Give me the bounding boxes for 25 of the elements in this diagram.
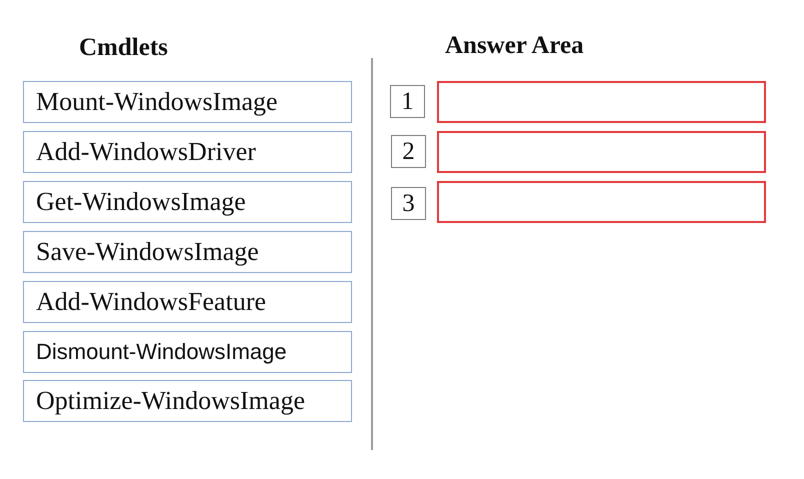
step-number: 2 xyxy=(402,138,415,166)
number-tile xyxy=(391,135,426,168)
number-tile xyxy=(390,85,425,118)
answer-box xyxy=(437,81,766,123)
cmdlet-name: Add-WindowsFeature xyxy=(36,287,266,317)
cmdlet-name: Optimize-WindowsImage xyxy=(36,386,305,416)
option-tile xyxy=(23,331,352,373)
option-tile xyxy=(23,181,352,223)
section-heading: Answer Area xyxy=(445,31,584,61)
step-number: 1 xyxy=(401,88,414,116)
option-tile xyxy=(23,231,352,273)
answer-box xyxy=(437,181,766,223)
answer-box xyxy=(437,131,766,173)
option-tile xyxy=(23,281,352,323)
option-tile xyxy=(23,131,352,173)
cmdlet-name: Get-WindowsImage xyxy=(36,187,246,217)
cmdlet-name: Add-WindowsDriver xyxy=(36,137,256,167)
cmdlet-name: Mount-WindowsImage xyxy=(36,87,278,117)
option-tile xyxy=(23,380,352,422)
cmdlet-name: Save-WindowsImage xyxy=(36,237,259,267)
number-tile xyxy=(391,187,426,220)
step-number: 3 xyxy=(402,190,415,218)
option-tile xyxy=(23,81,352,123)
cmdlet-name: Dismount-WindowsImage xyxy=(36,339,287,365)
section-heading: Cmdlets xyxy=(79,33,168,63)
